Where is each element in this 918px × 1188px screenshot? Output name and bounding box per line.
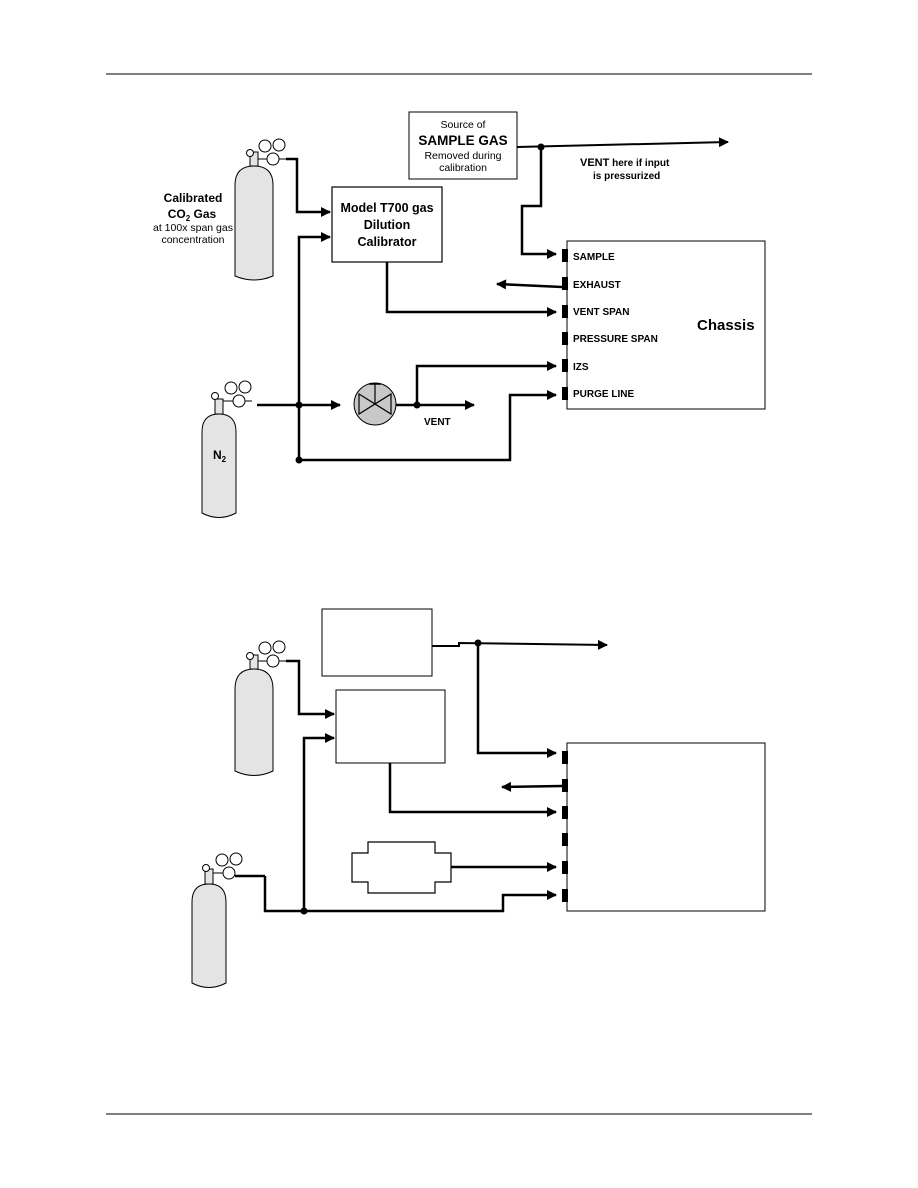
sample-source-line2: SAMPLE GAS: [418, 133, 507, 148]
n2-riser-line: [297, 232, 331, 460]
regulator-gauge-icon: [246, 138, 286, 166]
sample-line-2: [476, 643, 557, 758]
co2-label-line1: Calibrated: [164, 191, 223, 205]
source-vent-line: [432, 639, 608, 650]
port-label-vent-span: VENT SPAN: [573, 307, 630, 318]
port-block-icon: [562, 249, 568, 400]
port-label-exhaust: EXHAUST: [573, 280, 621, 291]
izs-line: [415, 361, 557, 405]
calibrator-line1: Model T700 gas: [340, 201, 433, 215]
co2-cylinder: [234, 138, 286, 281]
sample-line: [520, 147, 557, 259]
regulator-gauge-icon: [202, 852, 265, 880]
port-label-pressure-span: PRESSURE SPAN: [573, 334, 658, 345]
vent-span-line: [385, 262, 557, 317]
calibrator-output-line: [388, 763, 557, 817]
lower-riser-line: [302, 733, 335, 911]
calibrator-line2: Dilution: [364, 218, 411, 232]
gas-cylinder-icon: [234, 165, 274, 281]
exhaust-line: [496, 279, 563, 290]
valve-vent-label: VENT: [424, 417, 451, 428]
regulator-gauge-icon: [211, 380, 252, 408]
sample-vent-line: [516, 137, 729, 148]
sample-source-line3: Removed during: [424, 150, 501, 162]
cylinder-upper: [234, 640, 286, 776]
regulator-gauge-icon: [246, 640, 286, 668]
calibrator-line3: Calibrator: [357, 235, 416, 249]
n2-tee-junction: [295, 401, 303, 409]
port-label-sample: SAMPLE: [573, 252, 615, 263]
exhaust-line-2: [501, 781, 563, 792]
chassis-box: Chassis SAMPLE EXHAUST VENT SPAN PRESSUR…: [562, 240, 766, 410]
cylinder-lower: [191, 852, 265, 988]
lower-supply-line: [263, 876, 557, 913]
port-label-purge-line: PURGE LINE: [573, 389, 634, 400]
scrubber-shape: [351, 841, 452, 894]
gas-cylinder-icon: [201, 413, 237, 518]
calibrator-box-blank: [335, 689, 446, 764]
port-block-icon: [562, 751, 568, 902]
co2-label-line4: concentration: [161, 234, 224, 246]
source-box-blank: [321, 608, 433, 677]
port-label-izs: IZS: [573, 362, 589, 373]
chassis-box-2: [562, 742, 766, 912]
co2-label-line2: CO2 Gas: [168, 207, 217, 223]
diagram-1: Source of SAMPLE GAS Removed during cali…: [153, 111, 766, 518]
diagram-2: [191, 608, 766, 988]
co2-supply-line: [286, 157, 331, 217]
n2-cylinder: N2: [201, 380, 252, 518]
dilution-calibrator-box: Model T700 gas Dilution Calibrator: [331, 186, 443, 263]
upper-supply-line: [286, 659, 335, 719]
sample-gas-source-box: Source of SAMPLE GAS Removed during cali…: [408, 111, 518, 180]
purge-line: [299, 390, 557, 462]
vent-note-line2: is pressurized: [593, 171, 660, 182]
lower-tee-junction: [300, 907, 308, 915]
vent-note-line1: VENT here if input: [580, 157, 670, 169]
valve-icon: [353, 382, 397, 426]
sample-source-line4: calibration: [439, 162, 487, 174]
co2-label-line3: at 100x span gas: [153, 222, 233, 234]
chassis-title: Chassis: [697, 317, 755, 334]
sample-source-line1: Source of: [441, 119, 486, 131]
gas-cylinder-icon: [191, 883, 227, 988]
gas-cylinder-icon: [234, 668, 274, 776]
n2-label: N2: [213, 448, 227, 464]
